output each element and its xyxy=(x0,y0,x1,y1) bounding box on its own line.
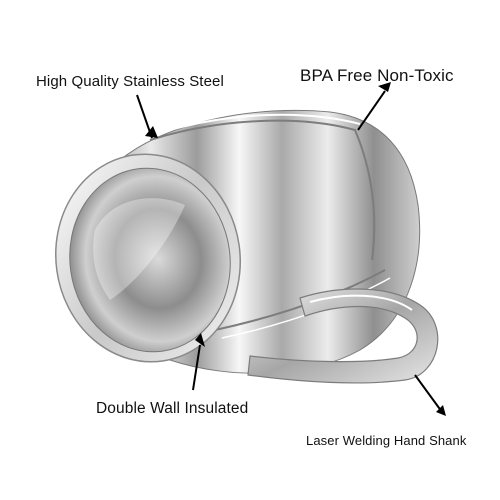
barrel-ring-top-highlight xyxy=(169,113,361,131)
callout-stainless-steel: High Quality Stainless Steel xyxy=(36,73,224,90)
interior-reflection xyxy=(93,198,185,300)
mug-handle xyxy=(247,288,439,384)
arrow-stainless xyxy=(136,94,158,139)
handle-highlight xyxy=(309,294,413,311)
barrel-ring-bottom xyxy=(214,269,386,331)
callout-double-wall: Double Wall Insulated xyxy=(96,400,249,417)
barrel-ring-top xyxy=(149,119,376,261)
callout-laser-welding: Laser Welding Hand Shank xyxy=(306,433,467,448)
arrow-double-wall xyxy=(192,333,205,391)
arrow-bpa xyxy=(357,82,391,131)
mug-interior xyxy=(69,167,231,353)
callout-bpa-free: BPA Free Non-Toxic xyxy=(300,66,454,85)
arrow-laser xyxy=(414,374,446,416)
